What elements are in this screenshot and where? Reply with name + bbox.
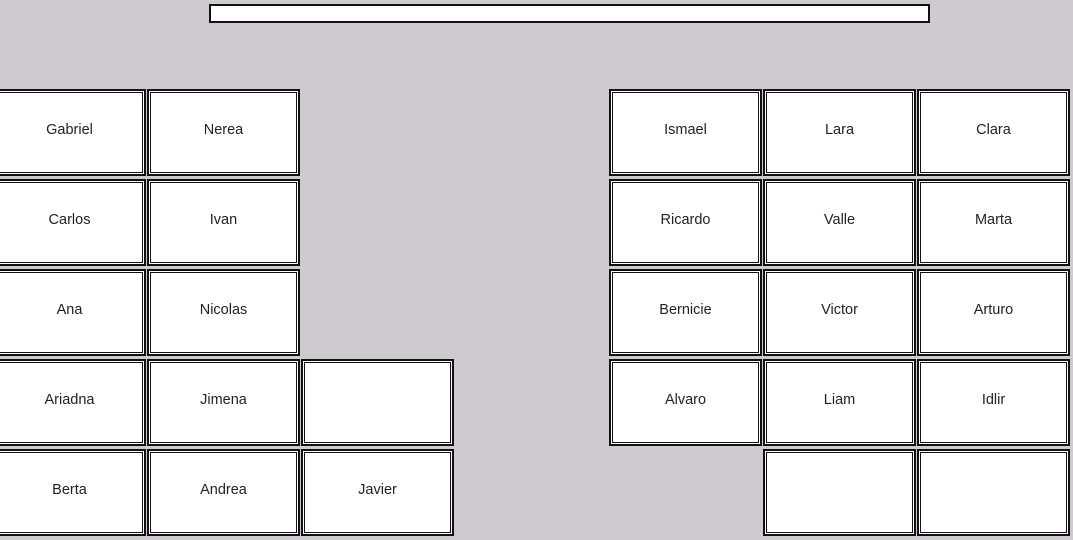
- seat-right-r4-c3[interactable]: Idlir: [917, 359, 1070, 446]
- seat-right-r5-c2[interactable]: [763, 449, 916, 536]
- seat-left-r5-c1[interactable]: Berta: [0, 449, 146, 536]
- seat-label: Carlos: [48, 211, 91, 228]
- seat-label: Ricardo: [660, 211, 711, 228]
- seat-label: Alvaro: [664, 391, 707, 408]
- seat-left-r3-c2[interactable]: Nicolas: [147, 269, 300, 356]
- seat-label: Lara: [824, 121, 855, 138]
- seat-label: Gabriel: [46, 121, 93, 138]
- seat-right-r5-c3[interactable]: [917, 449, 1070, 536]
- seat-left-r1-c2[interactable]: Nerea: [147, 89, 300, 176]
- seat-right-r4-c2[interactable]: Liam: [763, 359, 916, 446]
- seat-left-r4-c3[interactable]: [301, 359, 454, 446]
- seat-label: Javier: [358, 481, 397, 498]
- seat-right-r2-c2[interactable]: Valle: [763, 179, 916, 266]
- seat-label: Marta: [974, 211, 1013, 228]
- seat-label: Jimena: [200, 391, 247, 408]
- seat-left-r1-c1[interactable]: Gabriel: [0, 89, 146, 176]
- seat-label: Ivan: [209, 211, 238, 228]
- seat-right-r4-c1[interactable]: Alvaro: [609, 359, 762, 446]
- seat-label: Ariadna: [44, 391, 95, 408]
- seat-right-r3-c3[interactable]: Arturo: [917, 269, 1070, 356]
- seat-label: Arturo: [973, 301, 1014, 318]
- seat-right-r2-c3[interactable]: Marta: [917, 179, 1070, 266]
- seat-label: Berta: [52, 481, 87, 498]
- seat-left-r4-c2[interactable]: Jimena: [147, 359, 300, 446]
- seat-label: Liam: [823, 391, 856, 408]
- seat-left-r4-c1[interactable]: Ariadna: [0, 359, 146, 446]
- seat-right-r1-c3[interactable]: Clara: [917, 89, 1070, 176]
- seat-label: Nerea: [203, 121, 244, 138]
- seat-label: Ismael: [664, 121, 707, 138]
- seat-left-r2-c2[interactable]: Ivan: [147, 179, 300, 266]
- seat-label: Idlir: [981, 391, 1006, 408]
- seat-left-r5-c2[interactable]: Andrea: [147, 449, 300, 536]
- top-input-bar[interactable]: [209, 4, 930, 23]
- seat-right-r1-c1[interactable]: Ismael: [609, 89, 762, 176]
- seat-left-r2-c1[interactable]: Carlos: [0, 179, 146, 266]
- seat-label: Ana: [56, 301, 83, 318]
- seat-left-r3-c1[interactable]: Ana: [0, 269, 146, 356]
- seat-label: Victor: [821, 301, 858, 318]
- seat-label: Andrea: [200, 481, 247, 498]
- seat-right-r3-c2[interactable]: Victor: [763, 269, 916, 356]
- seat-label: Bernicie: [659, 301, 712, 318]
- seat-right-r3-c1[interactable]: Bernicie: [609, 269, 762, 356]
- seat-label: Clara: [976, 121, 1011, 138]
- seat-right-r2-c1[interactable]: Ricardo: [609, 179, 762, 266]
- seat-left-r5-c3[interactable]: Javier: [301, 449, 454, 536]
- seat-label: Valle: [823, 211, 856, 228]
- seat-label: Nicolas: [199, 301, 248, 318]
- seat-right-r1-c2[interactable]: Lara: [763, 89, 916, 176]
